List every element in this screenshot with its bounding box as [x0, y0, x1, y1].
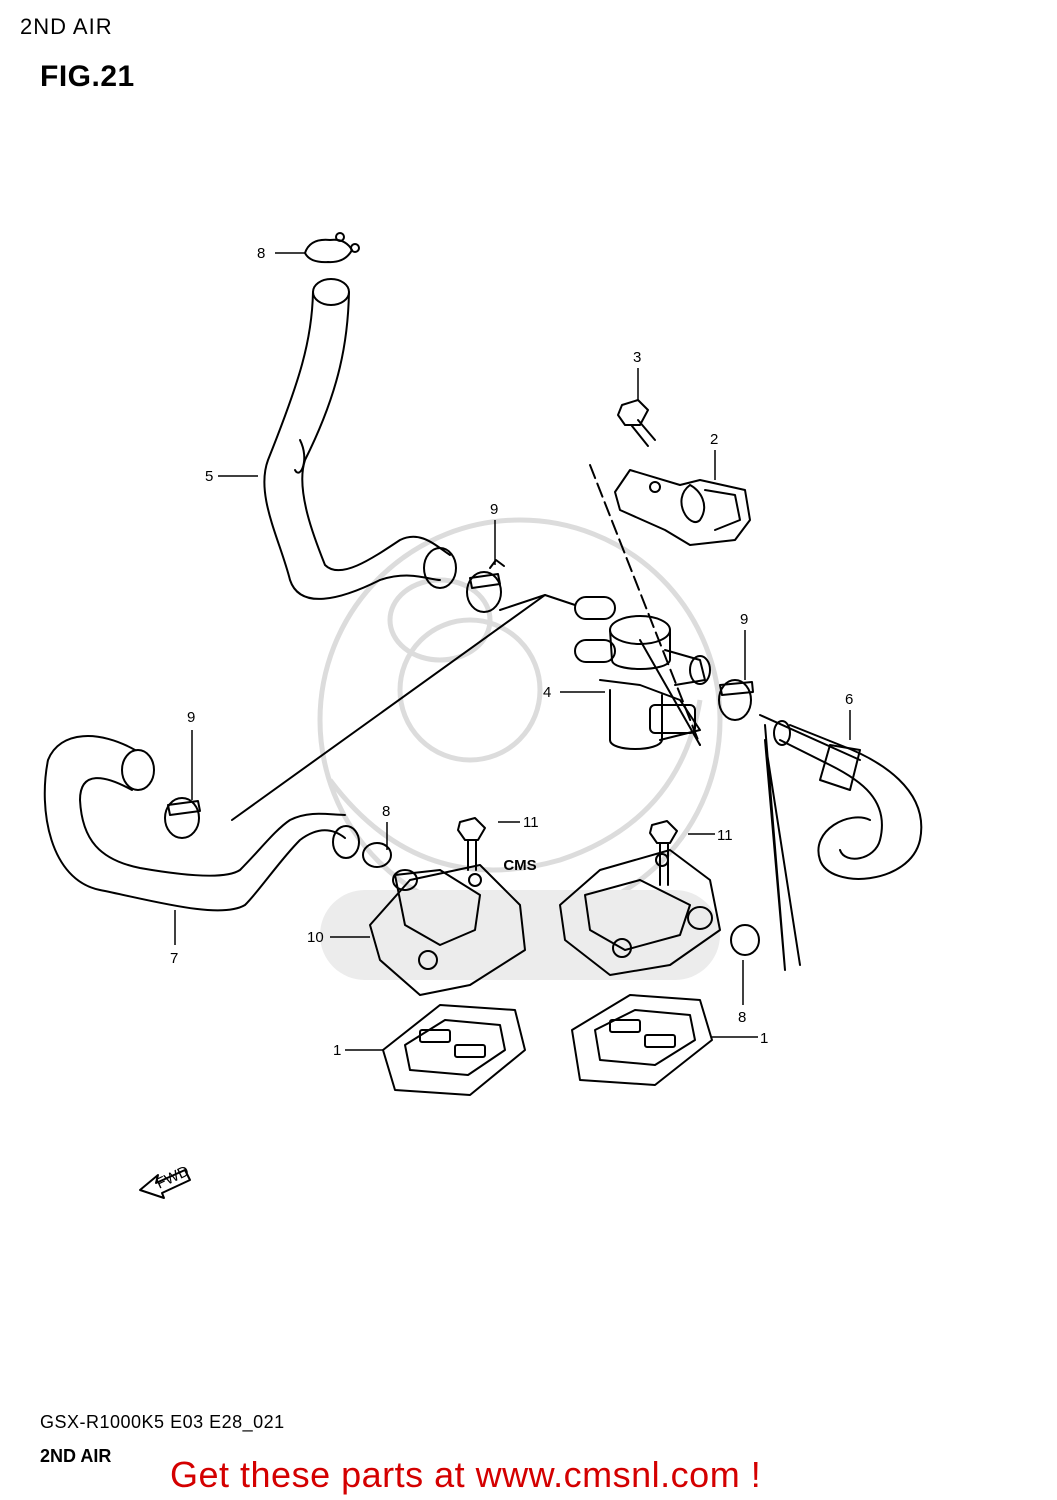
bracket-2 [614, 469, 751, 546]
clamp-9-upper [466, 559, 505, 613]
callout-7: 7 [170, 950, 178, 967]
callout-9-left: 9 [187, 709, 195, 726]
callout-6: 6 [845, 691, 853, 708]
watermark-text: CMS [503, 857, 536, 874]
clip-8-top [304, 232, 360, 264]
figure-label: FIG.21 [40, 60, 135, 93]
reed-valve-1-right [571, 994, 713, 1086]
model-code: GSX-R1000K5 E03 E28_021 [40, 1412, 285, 1432]
callout-4: 4 [543, 684, 551, 701]
callout-1-left: 1 [333, 1042, 341, 1059]
valve-4 [574, 596, 711, 750]
callout-8-top: 8 [257, 245, 265, 262]
cover-10-left [369, 864, 526, 996]
callout-9-upper: 9 [490, 501, 498, 518]
callout-9-right: 9 [740, 611, 748, 628]
bolt-3 [617, 399, 656, 447]
page-section-title: 2ND AIR [20, 14, 113, 39]
clamp-9-left [164, 797, 201, 839]
callout-labels: 8 5 3 2 9 9 6 4 9 8 11 11 10 7 1 1 8 [170, 245, 853, 1059]
clamp-9-right [718, 679, 754, 721]
callout-11-left: 11 [523, 814, 539, 831]
cover-10-right [559, 849, 721, 976]
callout-8-mid: 8 [382, 803, 390, 820]
hose-5 [263, 278, 457, 600]
callout-2: 2 [710, 431, 718, 448]
assembly-leader-lines [231, 464, 861, 971]
callout-11-right: 11 [717, 827, 733, 844]
reed-valve-1-left [382, 1004, 526, 1096]
callout-5: 5 [205, 468, 213, 485]
hose-7 [43, 735, 360, 912]
callout-8-right: 8 [738, 1009, 746, 1026]
callout-3: 3 [633, 349, 641, 366]
callout-1-right: 1 [760, 1030, 768, 1047]
hose-6 [773, 720, 923, 880]
footer-section-name: 2ND AIR [40, 1446, 112, 1466]
callout-10: 10 [307, 929, 324, 946]
promo-link[interactable]: Get these parts at www.cmsnl.com ! [170, 1454, 762, 1495]
bolt-11-left [457, 817, 486, 871]
fwd-arrow-icon [139, 1169, 191, 1199]
clip-8-mid [362, 842, 392, 868]
clip-8-right [730, 924, 760, 956]
